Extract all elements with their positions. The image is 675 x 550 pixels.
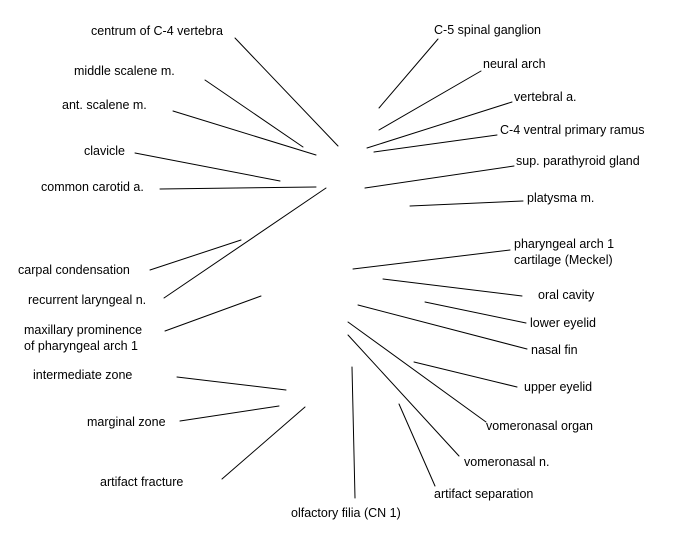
label-marginal-zone: marginal zone <box>87 415 166 429</box>
leader-line-marginal-zone <box>179 405 280 422</box>
leader-line-clavicle <box>134 152 281 182</box>
label-common-carotid: common carotid a. <box>41 180 144 194</box>
leader-line-vomeronasal-organ <box>347 321 487 423</box>
leader-line-sup-parathyroid <box>364 165 515 189</box>
label-vomeronasal-n: vomeronasal n. <box>464 455 550 469</box>
leader-line-olfactory-filia <box>351 366 356 499</box>
leader-line-carpal-condensation <box>149 239 242 271</box>
label-ant-scalene: ant. scalene m. <box>62 98 147 112</box>
label-oral-cavity: oral cavity <box>538 288 595 302</box>
leader-line-intermediate-zone <box>176 376 287 391</box>
leader-line-artifact-separation <box>398 403 436 487</box>
label-meckel: pharyngeal arch 1 cartilage (Meckel) <box>514 237 615 267</box>
label-maxillary-prominence: maxillary prominence of pharyngeal arch … <box>24 323 143 353</box>
leader-line-platysma <box>409 200 524 207</box>
label-middle-scalene: middle scalene m. <box>74 64 175 78</box>
label-clavicle: clavicle <box>84 144 125 158</box>
leader-line-lower-eyelid <box>424 301 527 324</box>
label-c5-ganglion: C-5 spinal ganglion <box>434 23 542 37</box>
label-vertebral-a: vertebral a. <box>514 90 577 104</box>
leader-line-maxillary-prominence <box>164 295 262 332</box>
label-nasal-fin: nasal fin <box>531 343 578 357</box>
label-sup-parathyroid: sup. parathyroid gland <box>516 154 640 168</box>
label-neural-arch: neural arch <box>483 57 546 71</box>
label-intermediate-zone: intermediate zone <box>33 368 133 382</box>
leader-line-oral-cavity <box>382 278 523 297</box>
leader-line-vomeronasal-n <box>347 334 460 457</box>
leader-line-upper-eyelid <box>413 361 518 388</box>
leader-line-common-carotid <box>159 186 317 190</box>
label-vomeronasal-organ: vomeronasal organ <box>486 419 594 433</box>
label-artifact-fracture: artifact fracture <box>100 475 184 489</box>
leader-line-vertebral-a <box>366 101 513 149</box>
label-c4-ventral-ramus: C-4 ventral primary ramus <box>500 123 645 137</box>
label-lower-eyelid: lower eyelid <box>530 316 597 330</box>
leader-line-recurrent-laryngeal <box>163 187 327 299</box>
label-platysma: platysma m. <box>527 191 595 205</box>
label-upper-eyelid: upper eyelid <box>524 380 593 394</box>
label-olfactory-filia: olfactory filia (CN 1) <box>291 506 401 520</box>
leader-line-centrum <box>234 37 339 147</box>
label-recurrent-laryngeal: recurrent laryngeal n. <box>28 293 147 307</box>
leader-line-middle-scalene <box>204 79 304 148</box>
label-artifact-separation: artifact separation <box>434 487 534 501</box>
leader-line-meckel <box>352 249 511 270</box>
label-centrum: centrum of C-4 vertebra <box>91 24 223 38</box>
leader-line-neural-arch <box>378 70 482 131</box>
leader-line-nasal-fin <box>357 304 528 350</box>
leader-line-artifact-fracture <box>221 406 306 480</box>
leader-line-c4-ventral-ramus <box>373 134 498 153</box>
leader-line-c5-ganglion <box>378 38 439 109</box>
leader-line-ant-scalene <box>172 110 317 156</box>
label-carpal-condensation: carpal condensation <box>18 263 130 277</box>
